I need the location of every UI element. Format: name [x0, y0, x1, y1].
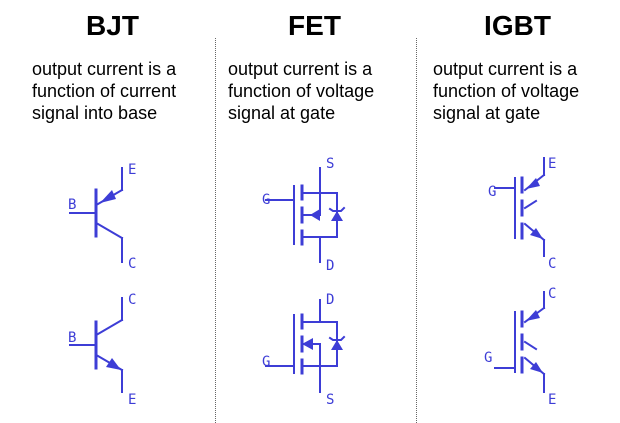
igbt-bottom-mid-leg [523, 340, 538, 351]
igbt-top-label-e: E [548, 156, 556, 172]
bjt-pnp-label-c: C [128, 292, 136, 308]
fet-top-symbol: S G D [262, 156, 346, 274]
igbt-bottom-label-e: E [548, 392, 556, 408]
fet-top-label-d: D [326, 258, 334, 274]
igbt-bottom-label-c: C [548, 286, 556, 302]
bjt-npn-symbol: E B C [68, 162, 136, 272]
bjt-title: BJT [86, 10, 139, 41]
igbt-bottom-label-g: G [484, 350, 492, 366]
igbt-top-collector-arrow [530, 228, 543, 239]
bjt-npn-collector-leg [96, 222, 124, 240]
igbt-top-arrow [526, 178, 540, 189]
igbt-bottom-emitter-arrow [530, 362, 543, 373]
fet-bottom-label-s: S [326, 392, 334, 408]
igbt-bottom-arrow [526, 310, 540, 321]
fet-top-arrow [310, 209, 320, 221]
fet-title: FET [288, 10, 341, 41]
igbt-title: IGBT [484, 10, 551, 41]
fet-top-diode-bar [328, 206, 346, 212]
igbt-top-label-c: C [548, 256, 556, 272]
fet-top-label-s: S [326, 156, 334, 172]
bjt-pnp-arrow [106, 358, 121, 370]
bjt-npn-label-b: B [68, 197, 76, 213]
divider-2 [416, 38, 417, 423]
bjt-pnp-symbol: C B E [68, 292, 136, 408]
bjt-pnp-label-e: E [128, 392, 136, 408]
fet-bottom-label-d: D [326, 292, 334, 308]
column-fet: FET output current is a function of volt… [212, 0, 417, 423]
igbt-top-label-g: G [488, 184, 496, 200]
bjt-npn-label-e: E [128, 162, 136, 178]
fet-description: output current is a function of voltage … [228, 59, 375, 123]
fet-bottom-label-g: G [262, 354, 270, 370]
bjt-pnp-collector-leg [96, 318, 124, 336]
fet-bottom-arrow [302, 338, 313, 350]
bjt-description: output current is a function of current … [32, 59, 177, 123]
column-bjt: BJT output current is a function of curr… [10, 0, 215, 423]
igbt-top-symbol: E G C [488, 156, 556, 272]
fet-bottom-diode-bar [328, 335, 346, 341]
bjt-npn-arrow [100, 190, 116, 203]
fet-top-diode [331, 211, 343, 221]
bjt-pnp-label-b: B [68, 330, 76, 346]
igbt-top-mid-leg [523, 199, 538, 210]
bjt-npn-label-c: C [128, 256, 136, 272]
divider-1 [215, 38, 216, 423]
igbt-bottom-symbol: C G E [484, 286, 556, 408]
fet-bottom-diode [331, 340, 343, 350]
fet-top-label-g: G [262, 192, 270, 208]
igbt-description: output current is a function of voltage … [433, 59, 580, 123]
column-igbt: IGBT output current is a function of vol… [415, 0, 620, 423]
fet-bottom-symbol: D G S [262, 292, 346, 408]
